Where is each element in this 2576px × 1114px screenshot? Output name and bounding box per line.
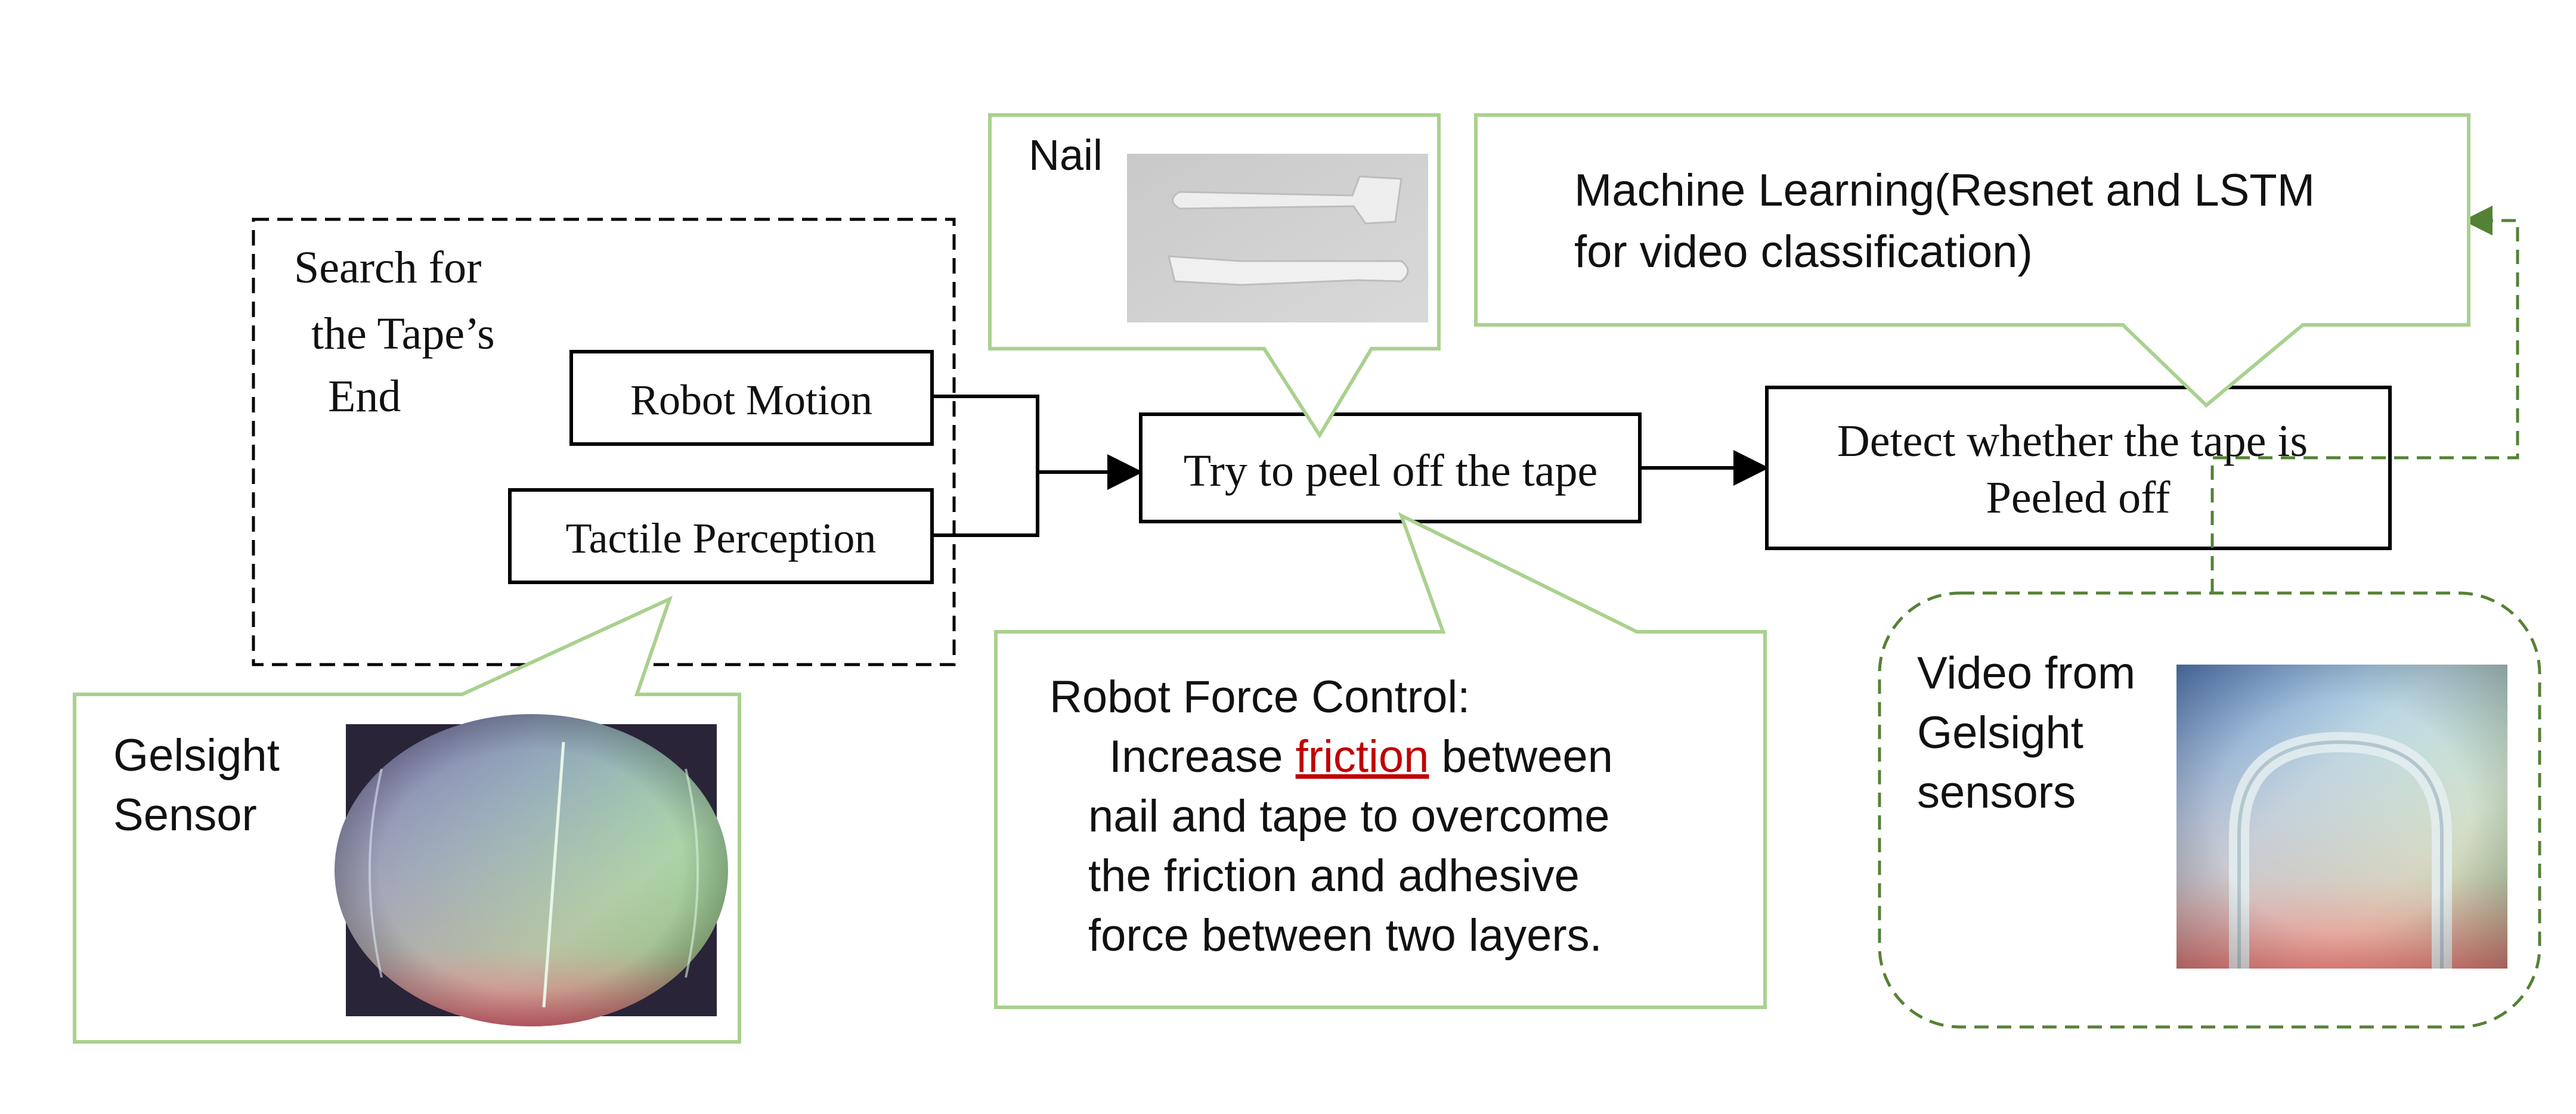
force-control-callout [994, 512, 1767, 1009]
gelsight-tactile-image [335, 714, 728, 1026]
nail-tool-photo [1127, 154, 1428, 322]
detect-box [1765, 386, 2392, 550]
nail-label: Nail [1029, 132, 1103, 179]
peel-tape-label: Try to peel off the tape [1184, 446, 1597, 496]
robot-motion-box [569, 350, 934, 446]
peel-tape-box [1139, 412, 1642, 523]
force-control-line1: Increase friction between [1109, 731, 1613, 782]
feedback-dashed-arrow [2210, 206, 2519, 593]
tactile-connector [932, 472, 1039, 537]
search-group-title: Search for the Tape’s End [294, 243, 506, 421]
gelsight-label: Gelsight Sensor [113, 730, 292, 840]
friction-highlight: friction [1296, 731, 1429, 782]
tactile-perception-box [508, 488, 934, 584]
force-control-body: nail and tape to overcome the friction a… [1088, 791, 1623, 961]
force-control-title: Robot Force Control: [1049, 672, 1470, 722]
video-sensor-label: Video from Gelsight sensors [1917, 648, 2148, 818]
ml-label: Machine Learning(Resnet and LSTM for vid… [1574, 165, 2327, 277]
gelsight-video-frame [2176, 665, 2507, 969]
ml-callout [1474, 113, 2470, 408]
tactile-perception-label: Tactile Perception [566, 514, 877, 562]
detect-label: Detect whether the tape is Peeled off [1837, 416, 2319, 523]
robot-motion-connector [932, 395, 1039, 472]
robot-motion-label: Robot Motion [630, 376, 872, 424]
